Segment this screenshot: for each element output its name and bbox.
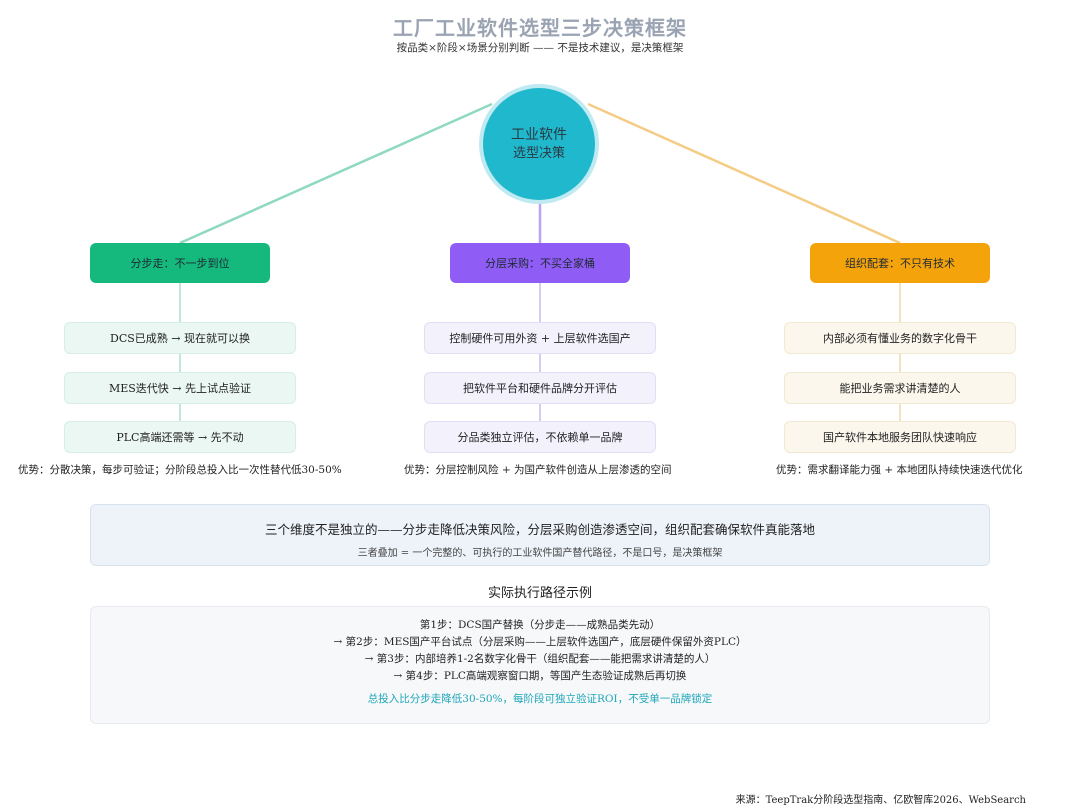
- page-title: 工厂工业软件选型三步决策框架: [393, 16, 687, 40]
- branch-layered-purchase: 分层采购：不买全家桶: [450, 243, 630, 283]
- leaf-green-1: DCS已成熟 → 现在就可以换: [64, 322, 296, 354]
- path-box: 第1步：DCS国产替换（分步走——成熟品类先动） → 第2步：MES国产平台试点…: [90, 606, 990, 724]
- path-step-4: → 第4步：PLC高端观察窗口期，等国产生态验证成熟后再切换: [393, 670, 687, 682]
- summary-sub: 三者叠加 = 一个完整的、可执行的工业软件国产替代路径，不是口号，是决策框架: [357, 548, 723, 559]
- leaf-orange-2: 能把业务需求讲清楚的人: [784, 372, 1016, 404]
- advantage-green: 优势：分散决策，每步可验证；分阶段总投入比一次性替代低30-50%: [18, 464, 342, 476]
- path-highlight: 总投入比分步走降低30-50%，每阶段可独立验证ROI，不受单一品牌锁定: [367, 693, 713, 705]
- leaf-green-3: PLC高端还需等 → 先不动: [64, 421, 296, 453]
- source-note: 来源：TeepTrak分阶段选型指南、亿欧智库2026、WebSearch: [735, 795, 1026, 806]
- path-step-2: → 第2步：MES国产平台试点（分层采购——上层软件选国产，底层硬件保留外资PL…: [333, 636, 747, 648]
- path-title: 实际执行路径示例: [487, 586, 592, 601]
- connector-hub-green: [179, 102, 493, 245]
- advantage-purple: 优势：分层控制风险 + 为国产软件创造从上层渗透的空间: [404, 464, 672, 476]
- hub-node: 工业软件 选型决策: [483, 88, 595, 200]
- leaf-orange-3: 国产软件本地服务团队快速响应: [784, 421, 1016, 453]
- leaf-purple-3: 分品类独立评估，不依赖单一品牌: [424, 421, 656, 453]
- leaf-purple-1: 控制硬件可用外资 + 上层软件选国产: [424, 322, 656, 354]
- summary-main: 三个维度不是独立的——分步走降低决策风险，分层采购创造渗透空间，组织配套确保软件…: [264, 522, 815, 537]
- hub-label-line2: 选型决策: [512, 145, 565, 161]
- path-step-3: → 第3步：内部培养1-2名数字化骨干（组织配套——能把需求讲清楚的人）: [364, 653, 716, 665]
- leaf-green-2: MES迭代快 → 先上试点验证: [64, 372, 296, 404]
- leaf-purple-2: 把软件平台和硬件品牌分开评估: [424, 372, 656, 404]
- page-subtitle: 按品类×阶段×场景分别判断 —— 不是技术建议，是决策框架: [396, 42, 684, 54]
- connector-hub-orange: [587, 102, 901, 245]
- path-step-1: 第1步：DCS国产替换（分步走——成熟品类先动）: [419, 619, 661, 631]
- summary-box: 三个维度不是独立的——分步走降低决策风险，分层采购创造渗透空间，组织配套确保软件…: [90, 504, 990, 566]
- branch-organization: 组织配套：不只有技术: [810, 243, 990, 283]
- path-steps: 第1步：DCS国产替换（分步走——成熟品类先动） → 第2步：MES国产平台试点…: [91, 617, 989, 685]
- hub-label-line1: 工业软件: [511, 126, 567, 143]
- advantage-orange: 优势：需求翻译能力强 + 本地团队持续快速迭代优化: [776, 464, 1023, 476]
- leaf-orange-1: 内部必须有懂业务的数字化骨干: [784, 322, 1016, 354]
- branch-step-by-step: 分步走：不一步到位: [90, 243, 270, 283]
